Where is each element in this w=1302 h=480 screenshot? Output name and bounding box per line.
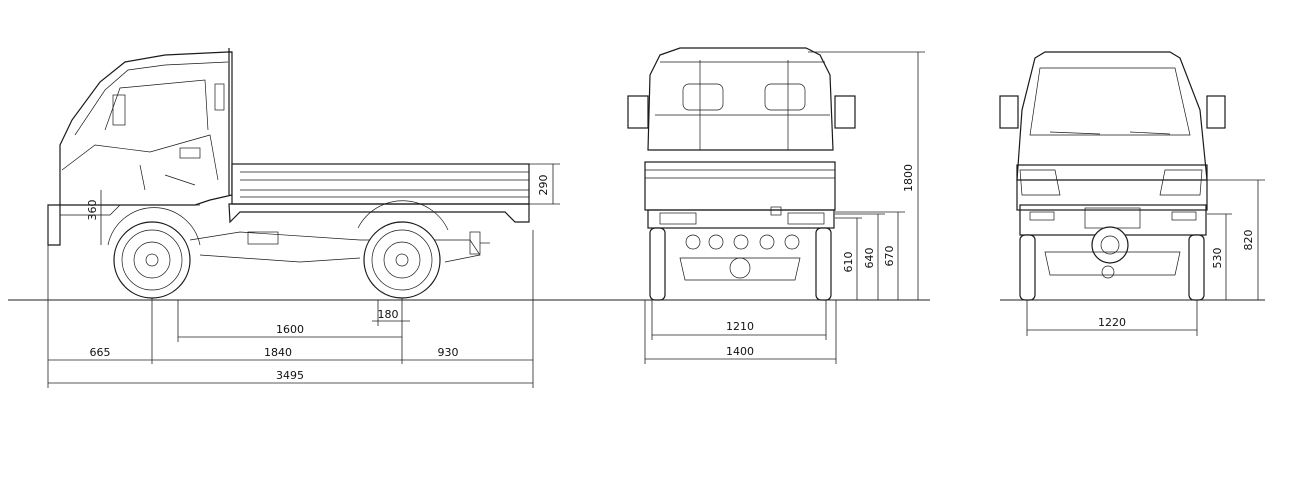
dim-rear-bumper-height: 640 — [863, 248, 876, 269]
front-wheel-side — [113, 221, 191, 299]
rear-view-truck — [627, 47, 856, 301]
dim-track-center: 1600 — [276, 323, 304, 336]
front-view-truck — [999, 51, 1226, 301]
dim-wheelbase: 1840 — [264, 346, 292, 359]
dim-overall-width: 1400 — [726, 345, 754, 358]
front-view-dimensions — [1026, 179, 1265, 336]
dim-hood-height: 820 — [1242, 230, 1255, 251]
dim-front-track: 1220 — [1098, 316, 1126, 329]
dim-wheel-offset: 180 — [378, 308, 399, 321]
dim-rear-track: 1210 — [726, 320, 754, 333]
dim-front-overhang: 665 — [90, 346, 111, 359]
dim-cab-step: 360 — [86, 200, 99, 221]
dim-front-bumper-height: 530 — [1211, 248, 1224, 269]
dim-overall-height: 1800 — [902, 164, 915, 192]
dim-rear-overhang: 930 — [438, 346, 459, 359]
rear-wheel-side — [363, 221, 441, 299]
side-view-dimensions — [47, 163, 560, 388]
rear-view-dimensions — [644, 51, 925, 364]
dim-overall-length: 3495 — [276, 369, 304, 382]
dim-frame-height: 670 — [883, 246, 896, 267]
side-view-truck — [47, 48, 530, 299]
dim-hitch-height: 610 — [842, 252, 855, 273]
dim-bed-height: 290 — [537, 175, 550, 196]
